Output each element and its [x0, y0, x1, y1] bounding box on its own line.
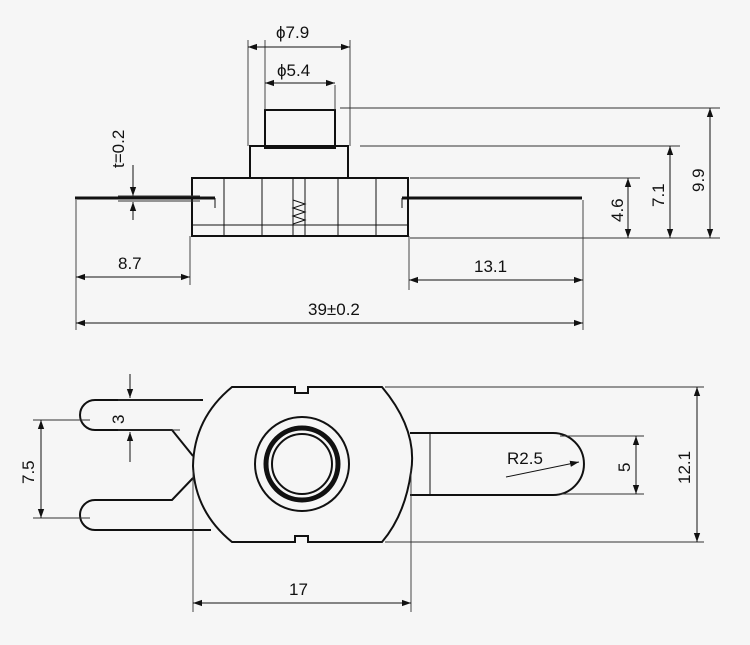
dim-thickness: t=0.2 — [109, 130, 128, 168]
dim-inner-diameter: ϕ5.4 — [277, 61, 310, 80]
dim-tab-radius: R2.5 — [507, 449, 543, 468]
dim-total-height: 9.9 — [689, 168, 708, 192]
button-cap — [264, 109, 336, 149]
right-tab-terminal — [410, 432, 585, 496]
button-outer-ring — [254, 416, 350, 512]
dim-outer-diameter: ϕ7.9 — [276, 23, 309, 42]
dim-right-offset: 13.1 — [474, 257, 507, 276]
dim-fork-span: 7.5 — [19, 460, 38, 484]
dim-body-height: 7.1 — [649, 183, 668, 207]
plan-view: 3 7.5 R2.5 5 12.1 17 — [19, 374, 704, 612]
dim-terminal-height: 4.6 — [608, 198, 627, 222]
dim-body-height-plan: 12.1 — [675, 451, 694, 484]
button-inner-ring — [271, 433, 333, 495]
dim-body-width: 17 — [289, 580, 308, 599]
internal-spring — [291, 178, 307, 236]
button-collar — [249, 145, 349, 179]
dim-tab-width: 5 — [615, 463, 634, 472]
plan-body — [191, 386, 414, 543]
left-fork-terminal — [79, 399, 211, 531]
dim-overall-length: 39±0.2 — [308, 300, 360, 319]
side-view: ϕ7.9 ϕ5.4 t=0.2 8.7 13.1 39±0.2 4.6 7.1 … — [75, 23, 720, 330]
dim-left-offset: 8.7 — [118, 254, 142, 273]
switch-body — [191, 177, 409, 237]
dim-slot-width: 3 — [109, 415, 128, 424]
button-mid-ring — [263, 425, 341, 503]
